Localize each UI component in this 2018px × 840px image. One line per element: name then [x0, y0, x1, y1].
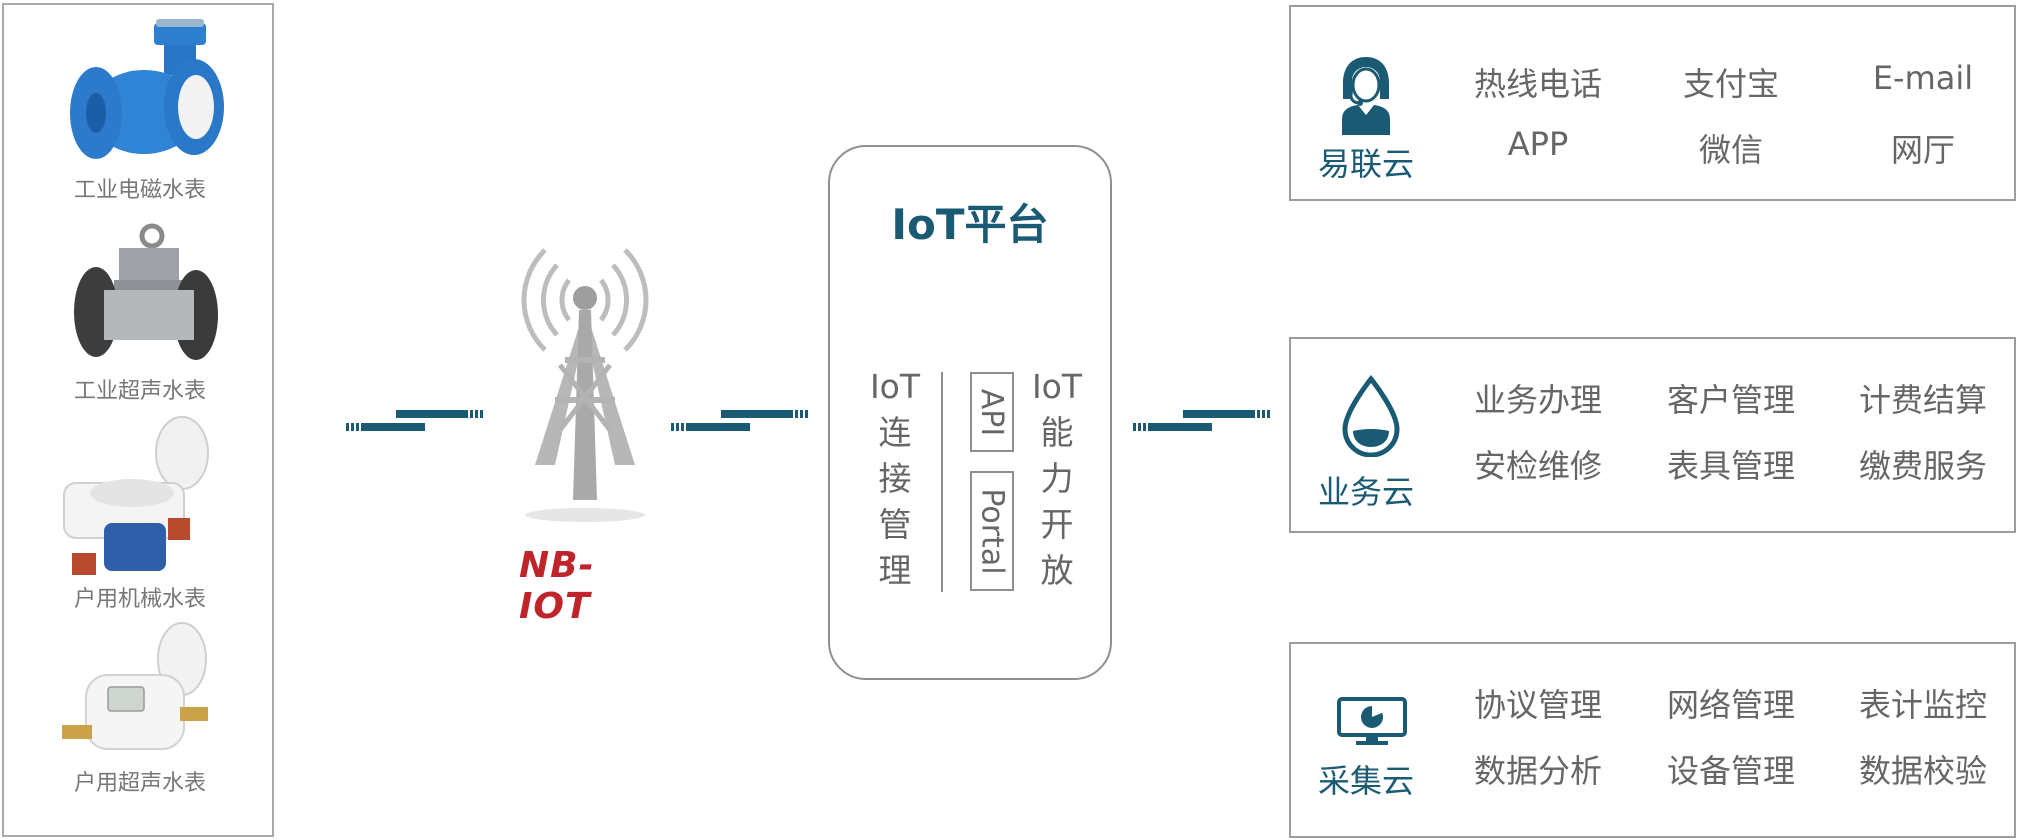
- service-item: 微信: [1698, 131, 1763, 169]
- vertical-text-char: 连: [878, 413, 912, 452]
- service-item: 网络管理: [1666, 686, 1795, 724]
- nb-iot-logo: NB-IOT: [519, 545, 595, 627]
- service-item: 支付宝: [1682, 65, 1779, 103]
- signal-dashes: [671, 405, 811, 435]
- vertical-text-char: 接: [878, 459, 912, 498]
- vertical-text-char: 放: [1040, 551, 1074, 590]
- service-item: 安检维修: [1473, 447, 1602, 485]
- device-panel: 工业电磁水表 工业超声水表 户用机械水表: [2, 3, 274, 837]
- service-item: 网厅: [1890, 131, 1955, 169]
- device-household-ultrasonic: 户用超声水表: [4, 617, 276, 796]
- iot-platform-box: IoT平台 IoT 连 接 管 理 API Portal IoT 能 力 开 放: [828, 145, 1112, 680]
- vertical-text-char: 开: [1040, 505, 1074, 544]
- service-item: 表计监控: [1858, 686, 1987, 724]
- nb-iot-tower: NB-IOT: [505, 240, 665, 627]
- service-item: E-mail: [1872, 59, 1974, 97]
- vertical-text-char: 力: [1040, 459, 1074, 498]
- mechanical-meter-image: [63, 416, 209, 575]
- signal-dashes: [346, 405, 486, 435]
- water-drop-icon: [1342, 375, 1400, 457]
- signal-dashes: [1133, 405, 1273, 435]
- cell-tower-icon: [521, 248, 649, 522]
- customer-service-icon: [1342, 57, 1390, 135]
- vertical-text-char: 理: [878, 551, 912, 590]
- vertical-text-char: IoT: [869, 367, 921, 406]
- service-item: APP: [1507, 125, 1569, 163]
- service-item: 设备管理: [1666, 752, 1795, 790]
- service-item: 表具管理: [1666, 447, 1795, 485]
- electromagnetic-meter-image: [70, 19, 224, 159]
- service-item: 数据分析: [1473, 752, 1602, 790]
- cloud-name: 采集云: [1317, 762, 1414, 800]
- service-item: 计费结算: [1858, 381, 1987, 419]
- service-item: 协议管理: [1473, 686, 1602, 724]
- device-label: 工业超声水表: [73, 379, 206, 404]
- api-box: API: [970, 372, 1014, 452]
- industrial-ultrasonic-meter-image: [74, 223, 218, 360]
- capability-open-column: IoT 能 力 开 放: [1022, 364, 1092, 594]
- portal-box: Portal: [970, 471, 1014, 591]
- vertical-text-char: 能: [1040, 413, 1074, 452]
- device-electromagnetic: 工业电磁水表: [4, 17, 276, 203]
- service-item: 热线电话: [1473, 65, 1602, 103]
- service-item: 数据校验: [1858, 752, 1987, 790]
- api-label: API: [974, 388, 1010, 436]
- cloud-collection: 采集云 协议管理 网络管理 表计监控 数据分析 设备管理 数据校验: [1289, 642, 2016, 838]
- portal-label: Portal: [974, 487, 1010, 575]
- device-industrial-ultrasonic: 工业超声水表: [4, 220, 276, 404]
- connection-management-column: IoT 连 接 管 理: [860, 364, 930, 594]
- vertical-text-char: IoT: [1031, 367, 1083, 406]
- device-label: 户用超声水表: [73, 771, 206, 796]
- cloud-yilian: 易联云 热线电话 支付宝 E-mail APP 微信 网厅: [1289, 5, 2016, 201]
- cloud-name: 业务云: [1317, 473, 1414, 511]
- cloud-business: 业务云 业务办理 客户管理 计费结算 安检维修 表具管理 缴费服务: [1289, 337, 2016, 533]
- platform-title: IoT平台: [891, 200, 1049, 249]
- device-label: 工业电磁水表: [73, 178, 206, 203]
- cloud-name: 易联云: [1317, 145, 1414, 183]
- monitor-chart-icon: [1337, 697, 1407, 745]
- divider: [941, 372, 943, 592]
- device-label: 户用机械水表: [73, 587, 206, 612]
- household-ultrasonic-meter-image: [62, 622, 208, 750]
- service-item: 业务办理: [1473, 381, 1602, 419]
- device-mechanical: 户用机械水表: [4, 413, 276, 612]
- vertical-text-char: 管: [878, 505, 912, 544]
- service-item: 客户管理: [1666, 381, 1795, 419]
- service-item: 缴费服务: [1858, 447, 1987, 485]
